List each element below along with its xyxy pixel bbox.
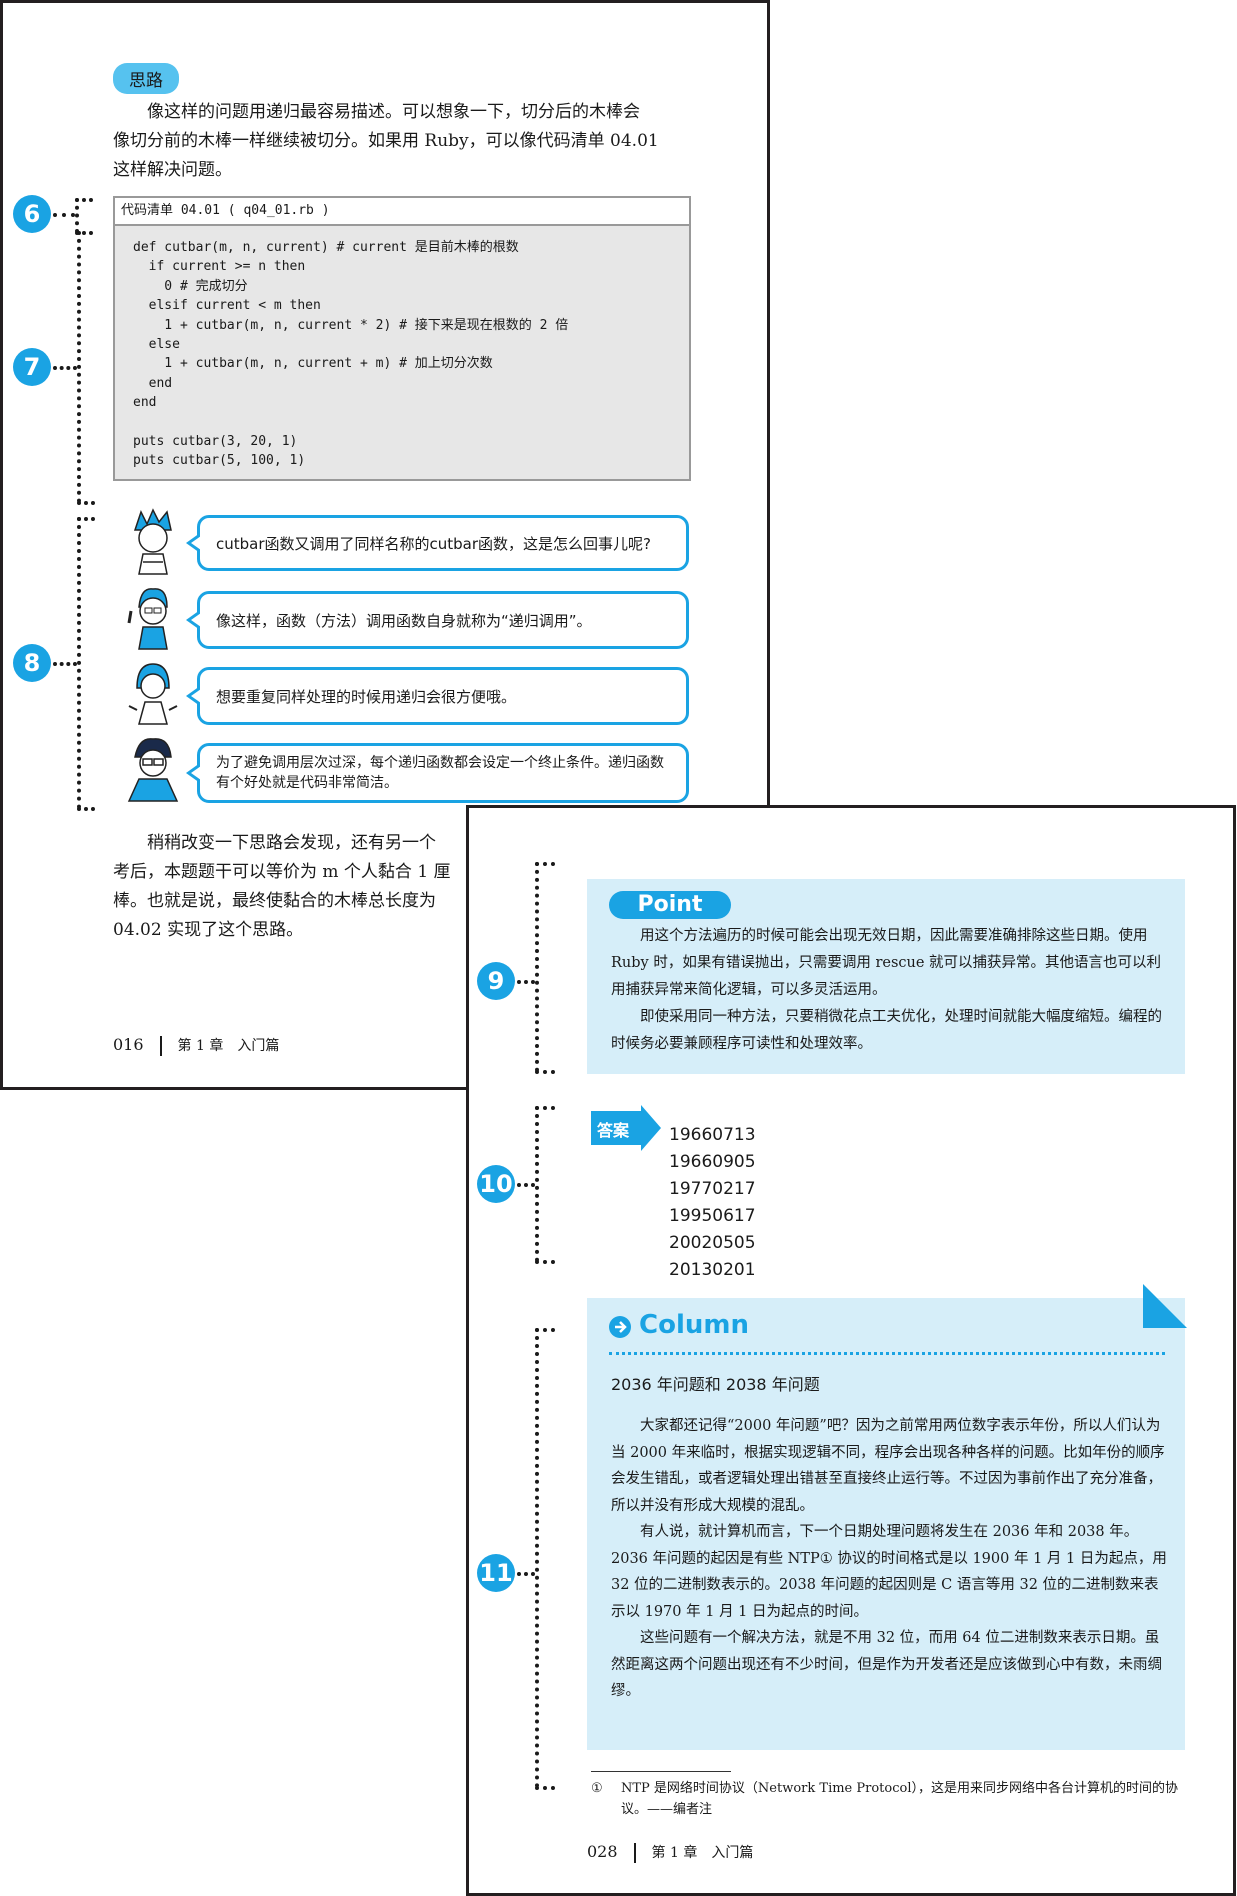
code-line: puts cutbar(3, 20, 1): [133, 434, 298, 450]
marker-leader: [517, 1183, 535, 1187]
point-title: Point: [609, 891, 731, 919]
code-line: def cutbar(m, n, current) # current 是目前木…: [133, 240, 519, 255]
chapter-label: 第 1 章 入门篇: [651, 1845, 754, 1861]
column-title: Column: [639, 1310, 749, 1340]
character-girl-icon: [128, 663, 178, 725]
column-box: Column 2036 年问题和 2038 年问题 大家都还记得“2000 年问…: [587, 1284, 1187, 1750]
answer-item: 20020505: [669, 1233, 756, 1253]
intro-line: 像切分前的木棒一样继续被切分。如果用 Ruby，可以像代码清单 04.01: [113, 131, 659, 151]
page-016: 思路 像这样的问题用递归最容易描述。可以想象一下，切分后的木棒会 像切分前的木棒…: [0, 0, 770, 1090]
column-paragraph: 大家都还记得“2000 年问题”吧？因为之前常用两位数字表示年份，所以人们认为当…: [611, 1418, 1165, 1514]
marker-leader: [53, 366, 77, 370]
point-paragraph: 即使采用同一种方法，只要稍微花点工夫优化，处理时间就能大幅度缩短。编程的时候务必…: [611, 1009, 1162, 1052]
tail-line: 考后，本题题干可以等价为 m 个人黏合 1 厘: [113, 862, 451, 882]
marker-10: 10: [477, 1165, 515, 1203]
footer-separator: [159, 1035, 162, 1056]
page-028: Point 用这个方法遍历的时候可能会出现无效日期，因此需要准确排除这些日期。使…: [466, 805, 1236, 1896]
code-line: 1 + cutbar(m, n, current * 2) # 接下来是现在根数…: [133, 317, 569, 333]
marker-bracket: [75, 198, 79, 233]
page-footer: 028 第 1 章 入门篇: [587, 1842, 753, 1863]
character-teacher-icon: [127, 588, 168, 650]
answer-item: 20130201: [669, 1260, 756, 1280]
tail-paragraph: 稍稍改变一下思路会发现，还有另一个 考后，本题题干可以等价为 m 个人黏合 1 …: [113, 829, 463, 945]
marker-bracket: [77, 231, 81, 503]
marker-9: 9: [477, 962, 515, 1000]
code-body: def cutbar(m, n, current) # current 是目前木…: [115, 226, 689, 483]
speech-bubble: 像这样，函数（方法）调用函数自身就称为“递归调用”。: [186, 591, 689, 649]
column-paragraph: 有人说，就计算机而言，下一个日期处理问题将发生在 2036 年和 2038 年。…: [611, 1524, 1167, 1620]
marker-leader: [535, 862, 555, 866]
point-text: 用这个方法遍历的时候可能会出现无效日期，因此需要准确排除这些日期。使用 Ruby…: [611, 923, 1167, 1058]
section-tag: 思路: [113, 63, 179, 94]
marker-leader: [535, 1328, 555, 1332]
code-line: if current >= n then: [133, 259, 306, 275]
tail-line: 04.02 实现了这个思路。: [113, 920, 304, 940]
marker-leader: [75, 231, 93, 235]
marker-leader: [535, 1070, 555, 1074]
marker-leader: [53, 662, 77, 666]
column-paragraph: 这些问题有一个解决方法，就是不用 32 位，而用 64 位二进制数来表示日期。虽…: [611, 1630, 1162, 1699]
answer-item: 19660905: [669, 1152, 756, 1172]
code-line: else: [133, 337, 180, 353]
marker-bracket: [77, 517, 81, 809]
code-listing: 代码清单 04.01 ( q04_01.rb ) def cutbar(m, n…: [113, 196, 691, 481]
code-line: puts cutbar(5, 100, 1): [133, 453, 306, 469]
marker-leader: [535, 1786, 555, 1790]
code-line: 0 # 完成切分: [133, 278, 248, 294]
code-line: 1 + cutbar(m, n, current + m) # 加上切分次数: [133, 356, 493, 372]
answer-label: 答案: [597, 1121, 630, 1140]
marker-11: 11: [477, 1554, 515, 1592]
page-number: 016: [113, 1035, 144, 1054]
marker-bracket: [535, 862, 539, 1072]
point-paragraph: 用这个方法遍历的时候可能会出现无效日期，因此需要准确排除这些日期。使用 Ruby…: [611, 928, 1162, 998]
answer-arrow-icon: [591, 1105, 661, 1151]
column-subtitle: 2036 年问题和 2038 年问题: [611, 1375, 820, 1394]
intro-line: 这样解决问题。: [113, 160, 232, 180]
marker-leader: [77, 517, 95, 521]
marker-bracket: [535, 1106, 539, 1262]
answer-item: 19950617: [669, 1206, 756, 1226]
arrow-circle-icon: [609, 1316, 631, 1338]
marker-leader: [517, 1572, 535, 1576]
footnote-mark: ①: [591, 1781, 603, 1796]
footnote: ① NTP 是网络时间协议（Network Time Protocol），这是用…: [591, 1778, 1181, 1820]
speech-bubble: 想要重复同样处理的时候用递归会很方便哦。: [186, 667, 689, 725]
tail-line: 棒。也就是说，最终使黏合的木棒总长度为: [113, 891, 436, 911]
code-line: elsif current < m then: [133, 298, 321, 314]
chapter-label: 第 1 章 入门篇: [177, 1038, 280, 1054]
answer-list: 19660713 19660905 19770217 19950617 2002…: [669, 1122, 756, 1284]
marker-leader: [77, 807, 95, 811]
marker-8: 8: [13, 644, 51, 682]
speech-bubble: cutbar函数又调用了同样名称的cutbar函数，这是怎么回事儿呢?: [186, 515, 689, 571]
point-box: Point 用这个方法遍历的时候可能会出现无效日期，因此需要准确排除这些日期。使…: [587, 879, 1185, 1074]
answer-item: 19660713: [669, 1125, 756, 1145]
column-rule: [609, 1352, 1165, 1355]
marker-leader: [75, 198, 93, 202]
speech-bubble: 为了避免调用层次过深，每个递归函数都会设定一个终止条件。递归函数有个好处就是代码…: [186, 743, 689, 803]
page-number: 028: [587, 1842, 618, 1861]
column-text: 大家都还记得“2000 年问题”吧？因为之前常用两位数字表示年份，所以人们认为当…: [611, 1413, 1167, 1705]
character-boy-icon: [133, 508, 172, 575]
footnote-text: NTP 是网络时间协议（Network Time Protocol），这是用来同…: [621, 1781, 1178, 1817]
marker-leader: [77, 501, 95, 505]
intro-paragraph: 像这样的问题用递归最容易描述。可以想象一下，切分后的木棒会 像切分前的木棒一样继…: [113, 98, 693, 185]
marker-6: 6: [13, 195, 51, 233]
footer-separator: [633, 1842, 636, 1863]
marker-bracket: [535, 1328, 539, 1788]
corner-fold-icon: [1143, 1284, 1187, 1328]
tail-line: 稍稍改变一下思路会发现，还有另一个: [147, 833, 436, 853]
footnote-rule: [591, 1771, 731, 1772]
page-footer: 016 第 1 章 入门篇: [113, 1035, 279, 1056]
answer-item: 19770217: [669, 1179, 756, 1199]
marker-leader: [535, 1260, 555, 1264]
marker-leader: [517, 980, 535, 984]
code-line: end: [133, 395, 157, 411]
code-line: end: [133, 375, 173, 391]
character-man-icon: [127, 738, 179, 802]
code-listing-title: 代码清单 04.01 ( q04_01.rb ): [115, 198, 689, 226]
marker-7: 7: [13, 348, 51, 386]
marker-leader: [535, 1106, 555, 1110]
intro-line: 像这样的问题用递归最容易描述。可以想象一下，切分后的木棒会: [147, 102, 640, 122]
marker-leader: [53, 213, 75, 217]
